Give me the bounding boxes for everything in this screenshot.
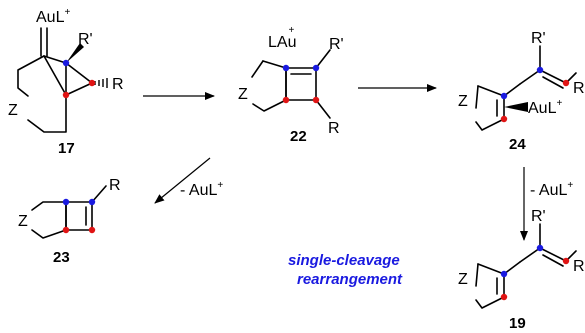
red-atom-dot: [500, 293, 508, 301]
c17-wedge: [66, 43, 84, 63]
red-atom-dot: [282, 96, 290, 104]
c19-substituent-a: R': [531, 208, 546, 225]
c17-metal: AuL+: [36, 7, 70, 26]
c24-metal: AuL+: [528, 98, 562, 117]
c24-ring: [475, 85, 505, 131]
arrow-22-to-23: [154, 157, 211, 204]
arrow-to19-label: - AuL+: [530, 180, 573, 199]
red-atom-dot: [312, 96, 320, 104]
c24-ring: [475, 85, 479, 109]
c24-bond: [503, 83, 521, 97]
c17-hash: [94, 78, 108, 88]
c17-ring: [17, 55, 45, 97]
c23-number: 23: [53, 249, 70, 266]
blue-atom-dot: [536, 66, 544, 74]
compound-19: Z R' R 19: [458, 208, 585, 332]
c24-bond: [539, 69, 567, 84]
blue-atom-dot: [88, 198, 96, 206]
blue-atom-dot: [536, 244, 544, 252]
note-line-2: rearrangement: [297, 271, 403, 288]
red-atom-dot: [500, 115, 508, 123]
red-atom-dot: [62, 226, 70, 234]
blue-atom-dot: [62, 198, 70, 206]
c19-ring-atom: Z: [458, 271, 468, 288]
c24-double-bond: [542, 76, 564, 89]
red-atom-dot: [562, 79, 570, 87]
blue-atom-dot: [500, 92, 508, 100]
c19-bond: [539, 247, 567, 262]
note-line-1: single-cleavage: [288, 252, 400, 269]
c19-ring: [475, 263, 479, 287]
c23-ring-atom: Z: [18, 213, 28, 230]
c19-substituent-b: R: [573, 258, 585, 275]
c17-number: 17: [58, 140, 75, 157]
c22-ring-atom: Z: [238, 86, 248, 103]
c19-ring: [475, 263, 505, 309]
compound-23: Z R 23: [18, 177, 121, 266]
red-atom-dot: [62, 91, 70, 99]
c17-bond: [65, 62, 93, 84]
c23-cyclobutene: [65, 201, 93, 231]
c19-bond: [519, 247, 541, 263]
c24-ring-atom: Z: [458, 93, 468, 110]
c22-bond: [315, 99, 331, 119]
c24-number: 24: [509, 136, 526, 153]
c17-substituent-b: R: [112, 76, 124, 93]
c23-bond: [91, 185, 107, 203]
c17-ring: [27, 55, 67, 133]
blue-atom-dot: [62, 59, 70, 67]
c22-number: 22: [290, 128, 307, 145]
red-atom-dot: [88, 79, 96, 87]
c19-bond: [503, 261, 521, 275]
red-atom-dot: [88, 226, 96, 234]
compound-22: LAu+ Z R' R 22: [238, 25, 344, 145]
c22-substituent-a: R': [329, 36, 344, 53]
arrow-to23-label: - AuL+: [180, 180, 223, 199]
c24-bond: [519, 69, 541, 85]
c23-ring: [31, 201, 67, 239]
c23-substituent-b: R: [109, 177, 121, 194]
blue-atom-dot: [500, 270, 508, 278]
c22-metal: LAu+: [268, 25, 296, 51]
c22-substituent-b: R: [328, 120, 340, 137]
c24-substituent-a: R': [531, 30, 546, 47]
compound-17: AuL+ Z R' R 17: [8, 7, 124, 157]
red-atom-dot: [562, 257, 570, 265]
blue-atom-dot: [282, 64, 290, 72]
c17-bond: [43, 55, 67, 64]
c22-ring: [251, 60, 264, 78]
compound-24: Z R' R AuL+ 24: [458, 30, 585, 153]
c17-ring-atom: Z: [8, 102, 18, 119]
c22-bond: [315, 49, 331, 69]
c19-number: 19: [509, 315, 526, 332]
c24-substituent-b: R: [573, 80, 585, 97]
c17-substituent-a: R': [78, 31, 93, 48]
c24-wedge: [504, 102, 528, 112]
c22-cyclobutane: [285, 67, 317, 101]
c17-bond: [65, 82, 93, 96]
blue-atom-dot: [312, 64, 320, 72]
c19-double-bond: [542, 254, 564, 267]
